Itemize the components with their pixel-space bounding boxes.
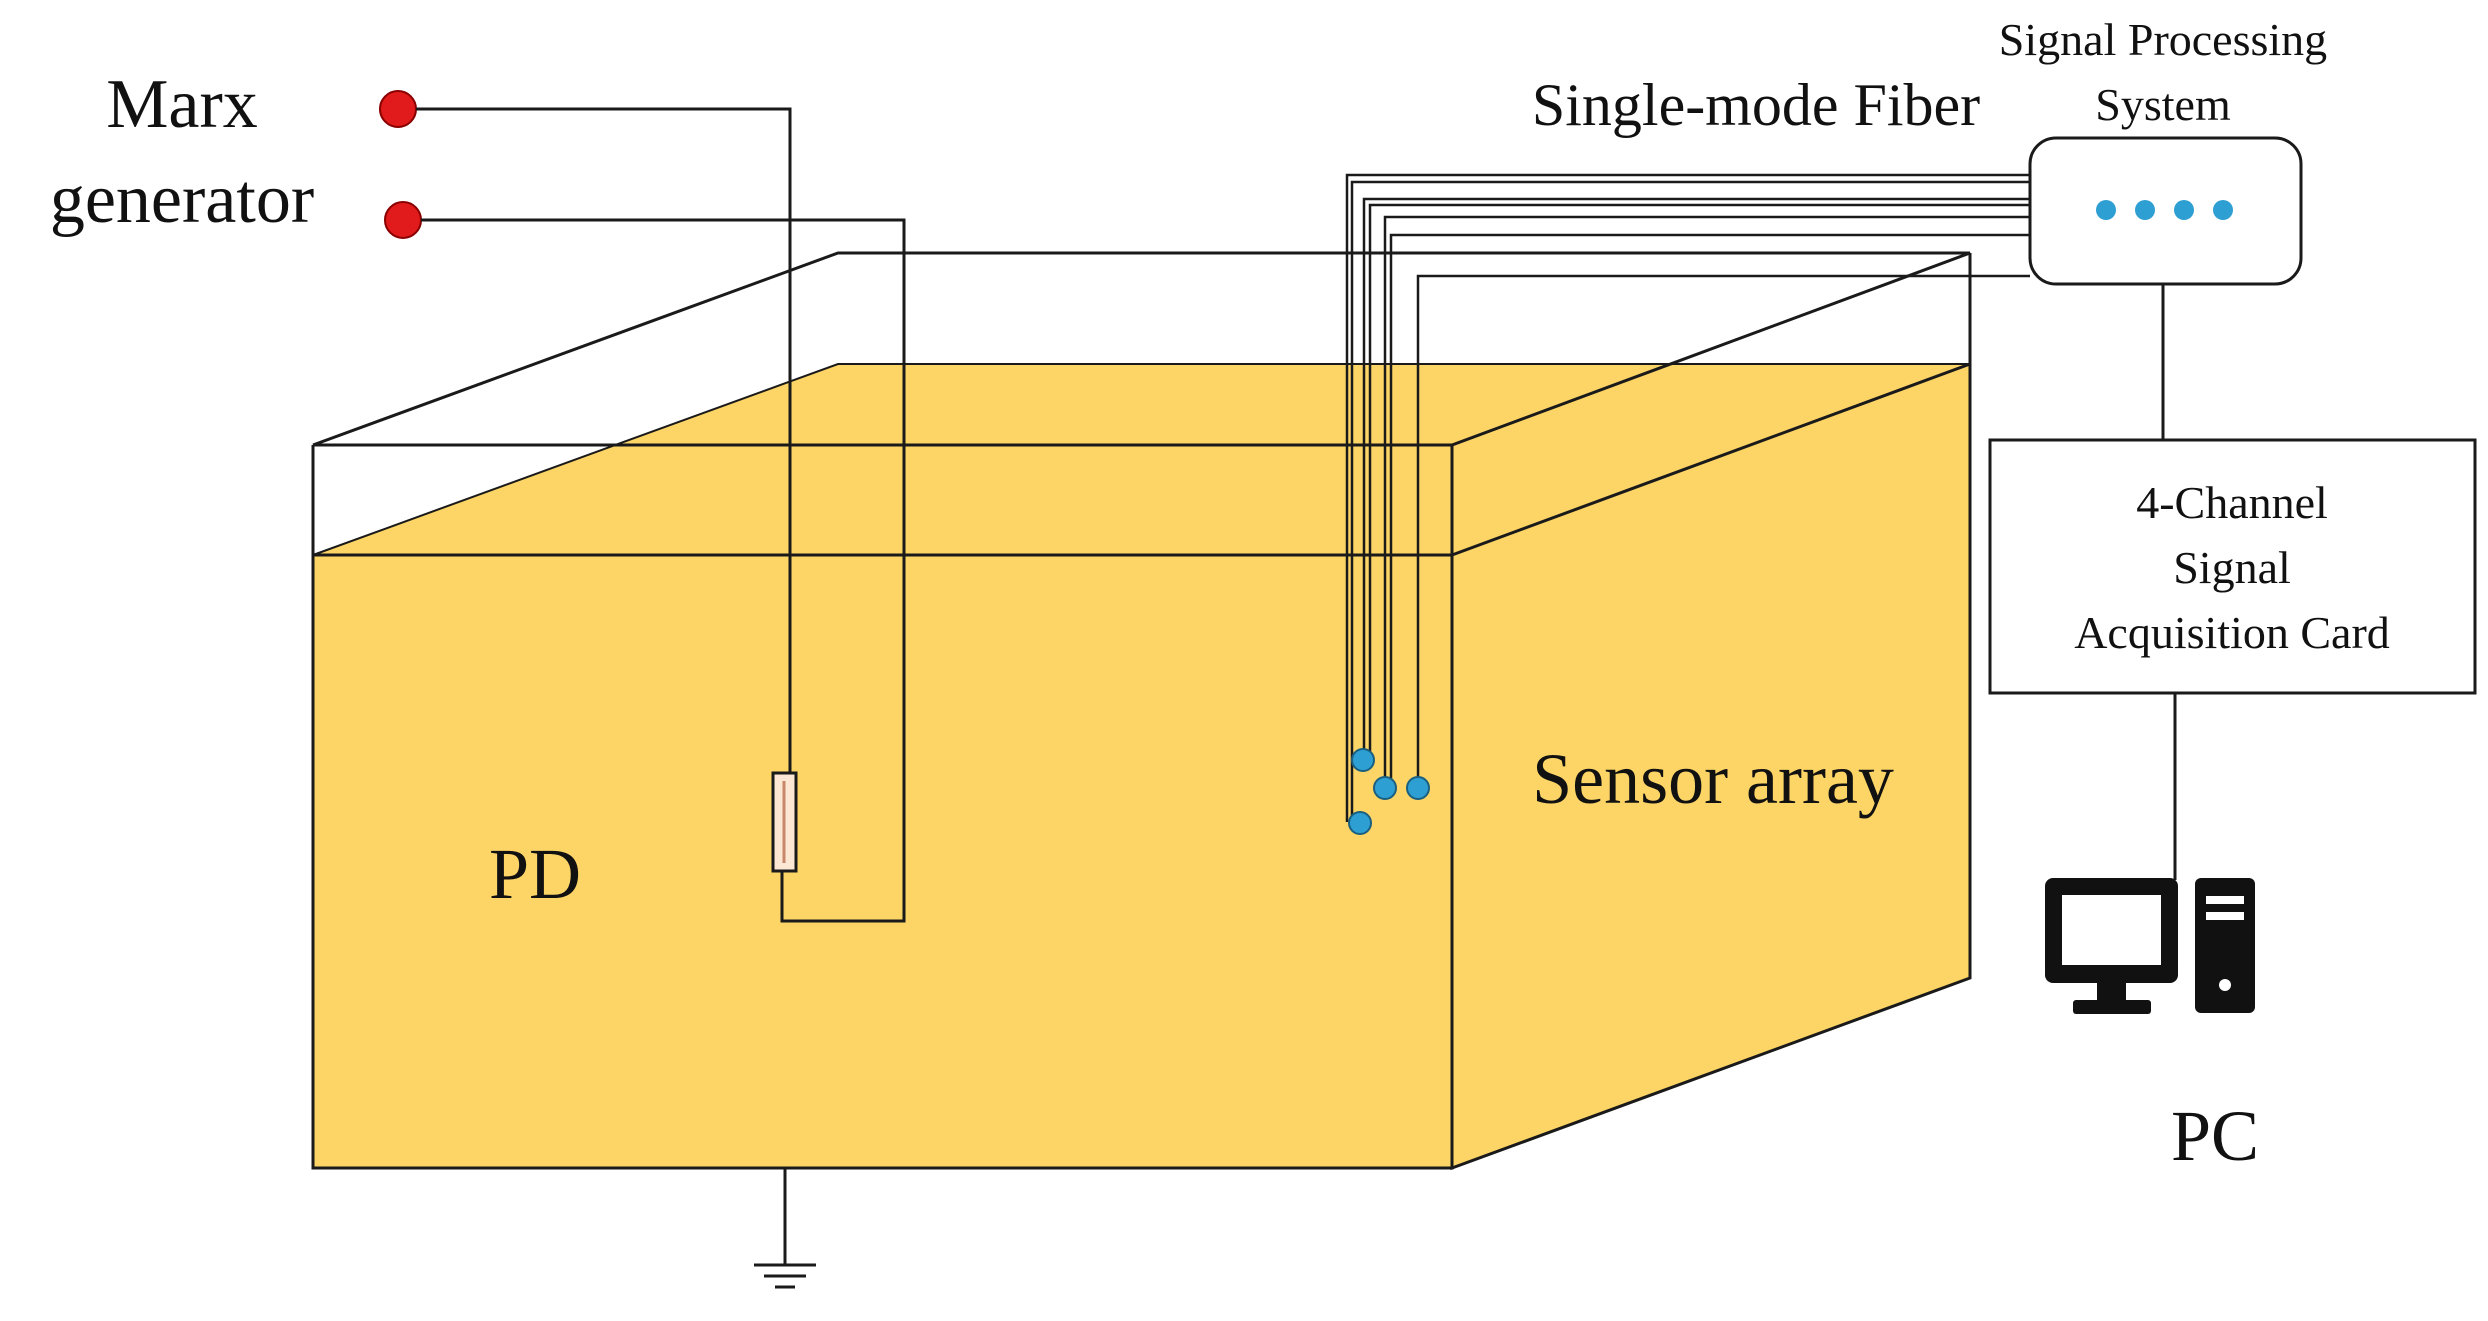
marx-terminal-high (379, 90, 417, 128)
acquisition-card-label-line3: Acquisition Card (2074, 607, 2390, 658)
signal-processing-label-line2: System (2095, 79, 2231, 130)
marx-generator-wiring (379, 90, 906, 923)
single-mode-fiber-label: Single-mode Fiber (1532, 72, 1980, 138)
desktop-computer-icon (2045, 878, 2255, 1014)
single-mode-fibers (1345, 173, 2030, 822)
return-wire (421, 218, 906, 923)
indicator-led-2 (2135, 200, 2155, 220)
marx-generator-label-line2: generator (50, 161, 314, 238)
indicator-led-4 (2213, 200, 2233, 220)
fiber-1 (1350, 180, 2030, 822)
sensor-dot-1 (1351, 748, 1375, 772)
sensor-array-label: Sensor array (1532, 739, 1894, 819)
acquisition-card-label-line2: Signal (2173, 542, 2291, 593)
acquisition-card-label-line1: 4-Channel (2136, 477, 2328, 528)
sensor-array (1348, 748, 1430, 835)
fiber-1-inner (1345, 173, 2030, 822)
oil-surface-edge (312, 363, 1970, 556)
indicator-led-3 (2174, 200, 2194, 220)
acquisition-card-box (1988, 438, 2477, 695)
fiber-2 (1362, 197, 2030, 760)
oil-top-surface (313, 364, 1970, 555)
pd-label: PD (489, 834, 581, 914)
signal-processing-system (2028, 136, 2303, 286)
marx-terminal-low (384, 201, 422, 239)
signal-processing-label-line1: Signal Processing (1999, 14, 2327, 65)
sensor-dot-3 (1406, 776, 1430, 800)
ground-icon (754, 1168, 816, 1289)
signal-processing-box (2028, 136, 2303, 286)
tank-right-face (1450, 361, 1972, 1171)
high-voltage-wire (416, 107, 792, 773)
sensor-dot-4 (1348, 811, 1372, 835)
fiber-4 (1416, 274, 2030, 788)
fiber-3-inner (1389, 233, 2030, 788)
rim-top-outline (312, 251, 1971, 447)
tank-front-face (311, 553, 1454, 1170)
fiber-3 (1383, 215, 2030, 788)
marx-generator-label-line1: Marx (106, 66, 258, 143)
indicator-led-1 (2096, 200, 2116, 220)
oil-tank (311, 251, 1972, 1171)
pc-label: PC (2171, 1096, 2259, 1176)
fiber-2-inner (1368, 203, 2030, 760)
sensor-dot-2 (1373, 776, 1397, 800)
